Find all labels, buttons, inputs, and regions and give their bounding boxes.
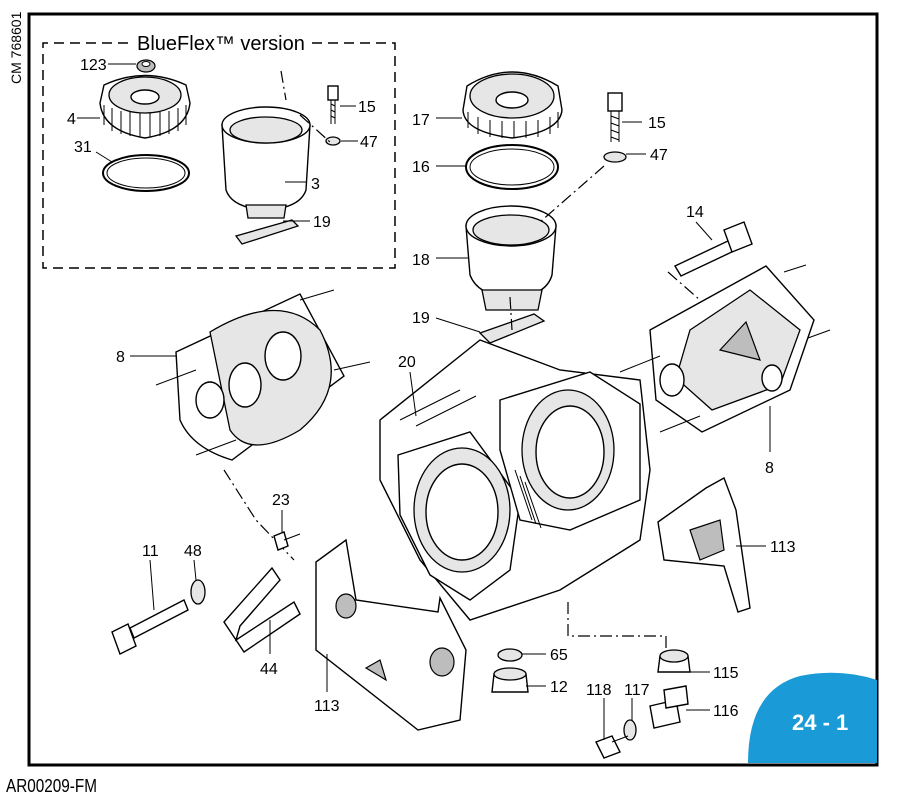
part-15-bolt xyxy=(607,92,623,142)
callout-113-right: 113 xyxy=(770,539,796,556)
callout-118: 118 xyxy=(586,682,612,699)
part-44-bracket xyxy=(223,566,301,653)
drawing-frame xyxy=(27,12,879,767)
svg-text:19: 19 xyxy=(313,214,331,231)
callout-leaders xyxy=(130,117,771,740)
part-3-reservoir xyxy=(221,106,311,219)
callout-8-left: 8 xyxy=(116,349,125,366)
part-48-washer xyxy=(190,579,206,605)
part-11-bolt xyxy=(111,599,189,655)
svg-text:3: 3 xyxy=(311,176,320,193)
callout-20: 20 xyxy=(398,354,416,371)
svg-text:123: 123 xyxy=(80,57,107,74)
callout-116: 116 xyxy=(713,703,739,720)
callout-115: 115 xyxy=(713,665,739,682)
callout-14: 14 xyxy=(686,204,704,221)
svg-text:4: 4 xyxy=(67,111,76,128)
callout-17: 17 xyxy=(412,112,430,129)
callout-11: 11 xyxy=(142,543,159,560)
footer-code: AR00209-FM xyxy=(6,776,97,796)
svg-text:31: 31 xyxy=(74,139,92,156)
part-31-oring xyxy=(102,154,190,192)
part-19-bracket-inset xyxy=(234,219,300,245)
callout-44: 44 xyxy=(260,661,278,678)
part-17-cap xyxy=(462,71,563,139)
callout-47: 47 xyxy=(650,147,668,164)
callout-113-left: 113 xyxy=(314,698,340,715)
part-18-reservoir xyxy=(465,205,557,311)
svg-text:15: 15 xyxy=(358,99,376,116)
part-65-washer xyxy=(497,648,523,662)
blueflex-inset: BlueFlex™ version xyxy=(42,33,396,269)
callout-18: 18 xyxy=(412,252,430,269)
callout-16: 16 xyxy=(412,159,430,176)
part-8-head-left xyxy=(155,289,371,461)
part-12-plug xyxy=(491,667,529,693)
callout-19: 19 xyxy=(412,310,430,327)
inset-title: BlueFlex™ version xyxy=(137,33,305,55)
drawing-code: CM 768601 xyxy=(8,11,24,84)
part-116-elbow xyxy=(649,685,689,729)
part-118-plug xyxy=(595,735,629,759)
part-15-bolt-inset xyxy=(327,85,339,124)
callout-12: 12 xyxy=(550,679,568,696)
part-115-fitting xyxy=(657,649,691,673)
part-4-cap xyxy=(99,74,191,139)
page-badge: 24 - 1 xyxy=(748,672,877,763)
callout-117: 117 xyxy=(624,682,650,699)
part-14-bolt xyxy=(674,221,753,277)
callout-8-right: 8 xyxy=(765,460,774,477)
svg-text:47: 47 xyxy=(360,134,378,151)
part-8-head-right xyxy=(619,264,831,433)
part-123-nut xyxy=(136,59,156,73)
part-47-washer-inset xyxy=(325,136,341,146)
part-20-pump-body xyxy=(379,339,651,621)
part-23-screw xyxy=(273,531,301,551)
part-113-bracket-left xyxy=(315,538,467,731)
part-16-oring xyxy=(465,144,559,190)
part-117-washer xyxy=(623,719,637,741)
callout-65: 65 xyxy=(550,647,568,664)
callout-15: 15 xyxy=(648,115,666,132)
part-47-washer xyxy=(603,151,627,163)
callout-48: 48 xyxy=(184,543,202,560)
page-badge-text: 24 - 1 xyxy=(792,710,848,735)
callout-23: 23 xyxy=(272,492,290,509)
